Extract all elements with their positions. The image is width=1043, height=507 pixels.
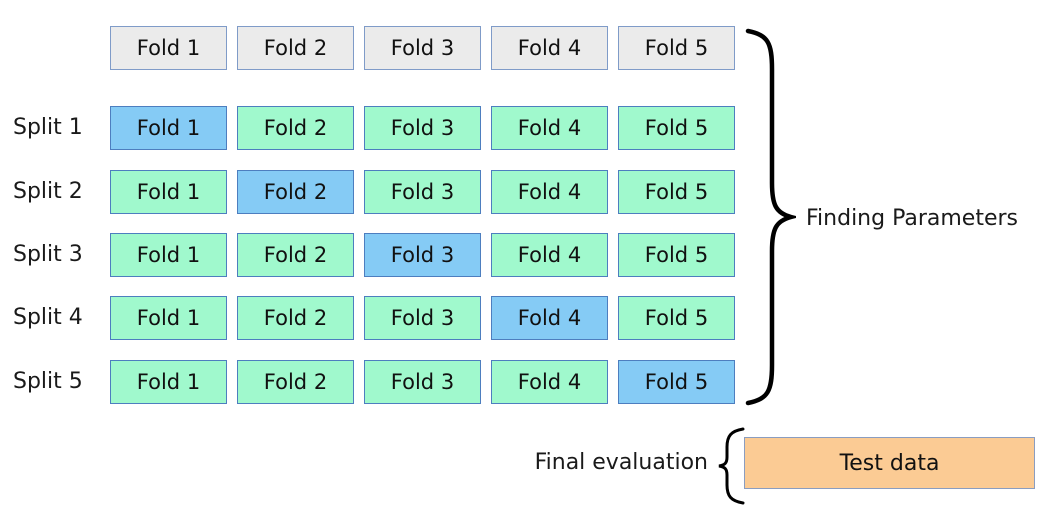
fold-box: Fold 2 [237, 233, 354, 277]
fold-box: Fold 5 [618, 26, 735, 70]
fold-box: Fold 4 [491, 233, 608, 277]
fold-box: Fold 5 [618, 106, 735, 150]
fold-box: Fold 1 [110, 26, 227, 70]
fold-box: Fold 4 [491, 26, 608, 70]
fold-box: Fold 5 [618, 296, 735, 340]
split-row: Fold 1 Fold 2 Fold 3 Fold 4 Fold 5 [110, 233, 735, 277]
fold-box: Fold 4 [491, 360, 608, 404]
curly-brace-right-icon [745, 28, 796, 406]
split-row: Fold 1 Fold 2 Fold 3 Fold 4 Fold 5 [110, 106, 735, 150]
fold-box: Fold 1 [110, 106, 227, 150]
fold-box: Fold 1 [110, 233, 227, 277]
split-row: Fold 1 Fold 2 Fold 3 Fold 4 Fold 5 [110, 170, 735, 214]
fold-box: Fold 5 [618, 233, 735, 277]
fold-box: Fold 2 [237, 106, 354, 150]
split-label: Split 4 [13, 305, 83, 330]
finding-parameters-label: Finding Parameters [806, 206, 1019, 231]
fold-box: Fold 5 [618, 170, 735, 214]
fold-box: Fold 3 [364, 106, 481, 150]
split-row: Fold 1 Fold 2 Fold 3 Fold 4 Fold 5 [110, 360, 735, 404]
test-data-box: Test data [744, 437, 1035, 489]
fold-box: Fold 4 [491, 170, 608, 214]
curly-brace-left-icon [718, 427, 745, 505]
split-label: Split 3 [13, 242, 83, 267]
fold-box: Fold 4 [491, 106, 608, 150]
header-fold-row: Fold 1 Fold 2 Fold 3 Fold 4 Fold 5 [110, 26, 735, 70]
fold-box: Fold 1 [110, 170, 227, 214]
fold-box: Fold 3 [364, 26, 481, 70]
fold-box: Fold 1 [110, 296, 227, 340]
fold-box: Fold 2 [237, 360, 354, 404]
fold-box: Fold 4 [491, 296, 608, 340]
split-label: Split 5 [13, 369, 83, 394]
fold-box: Fold 5 [618, 360, 735, 404]
split-label: Split 1 [13, 115, 83, 140]
fold-box: Fold 3 [364, 170, 481, 214]
fold-box: Fold 2 [237, 296, 354, 340]
split-label: Split 2 [13, 179, 83, 204]
split-row: Fold 1 Fold 2 Fold 3 Fold 4 Fold 5 [110, 296, 735, 340]
fold-box: Fold 2 [237, 26, 354, 70]
fold-box: Fold 3 [364, 360, 481, 404]
final-evaluation-label: Final evaluation [534, 450, 708, 475]
fold-box: Fold 3 [364, 296, 481, 340]
fold-box: Fold 2 [237, 170, 354, 214]
fold-box: Fold 3 [364, 233, 481, 277]
fold-box: Fold 1 [110, 360, 227, 404]
